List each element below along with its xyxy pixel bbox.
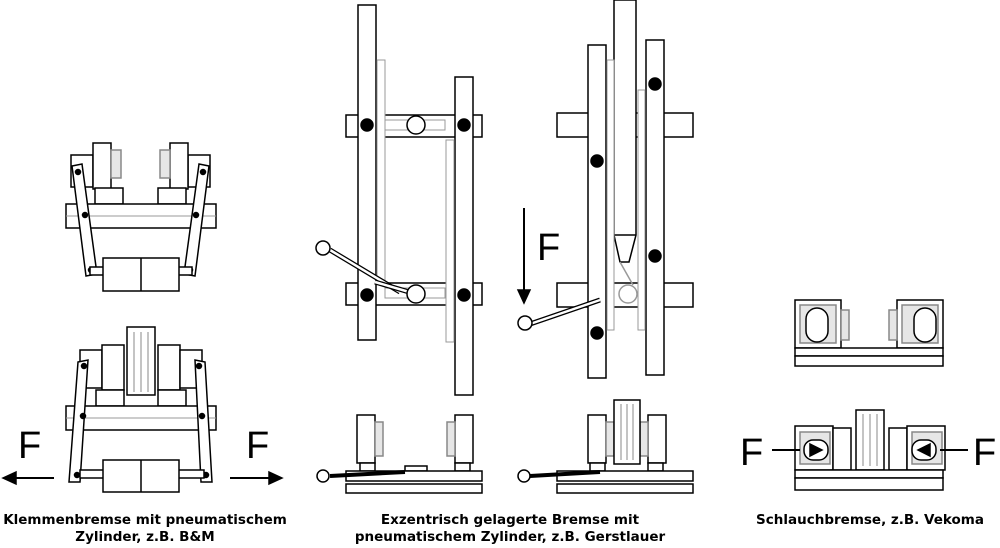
eccentric-brake-bottom-a — [316, 414, 483, 494]
force-label-right: F — [246, 425, 269, 467]
eccentric-brake-bottom-b — [517, 399, 694, 494]
caption-clamp-brake: Klemmenbremse mit pneumatischem Zylinder… — [0, 512, 290, 546]
force-label-left: F — [18, 425, 41, 467]
caption-hose-brake: Schlauchbremse, z.B. Vekoma — [745, 512, 995, 529]
caption-clamp-line1: Klemmenbremse mit pneumatischem — [3, 512, 287, 528]
hose-brake-closed — [772, 409, 968, 491]
eccentric-brake-a — [315, 4, 483, 396]
caption-hose-line1: Schlauchbremse, z.B. Vekoma — [756, 512, 984, 528]
eccentric-brake-b — [516, 0, 694, 379]
clamp-brake-open — [65, 142, 217, 292]
force-label-hose-right: F — [973, 432, 996, 474]
caption-clamp-line2: Zylinder, z.B. B&M — [75, 529, 215, 545]
caption-eccentric-line1: Exzentrisch gelagerte Bremse mit — [380, 512, 640, 528]
clamp-brake-closed — [1, 326, 284, 493]
caption-eccentric-brake: Exzentrisch gelagerte Bremse mit pneumat… — [335, 512, 685, 546]
force-label-eccentric: F — [537, 227, 560, 269]
caption-eccentric-line2: pneumatischem Zylinder, z.B. Gerstlauer — [354, 529, 666, 545]
force-label-hose-left: F — [740, 432, 763, 474]
hose-brake-open — [794, 299, 944, 367]
